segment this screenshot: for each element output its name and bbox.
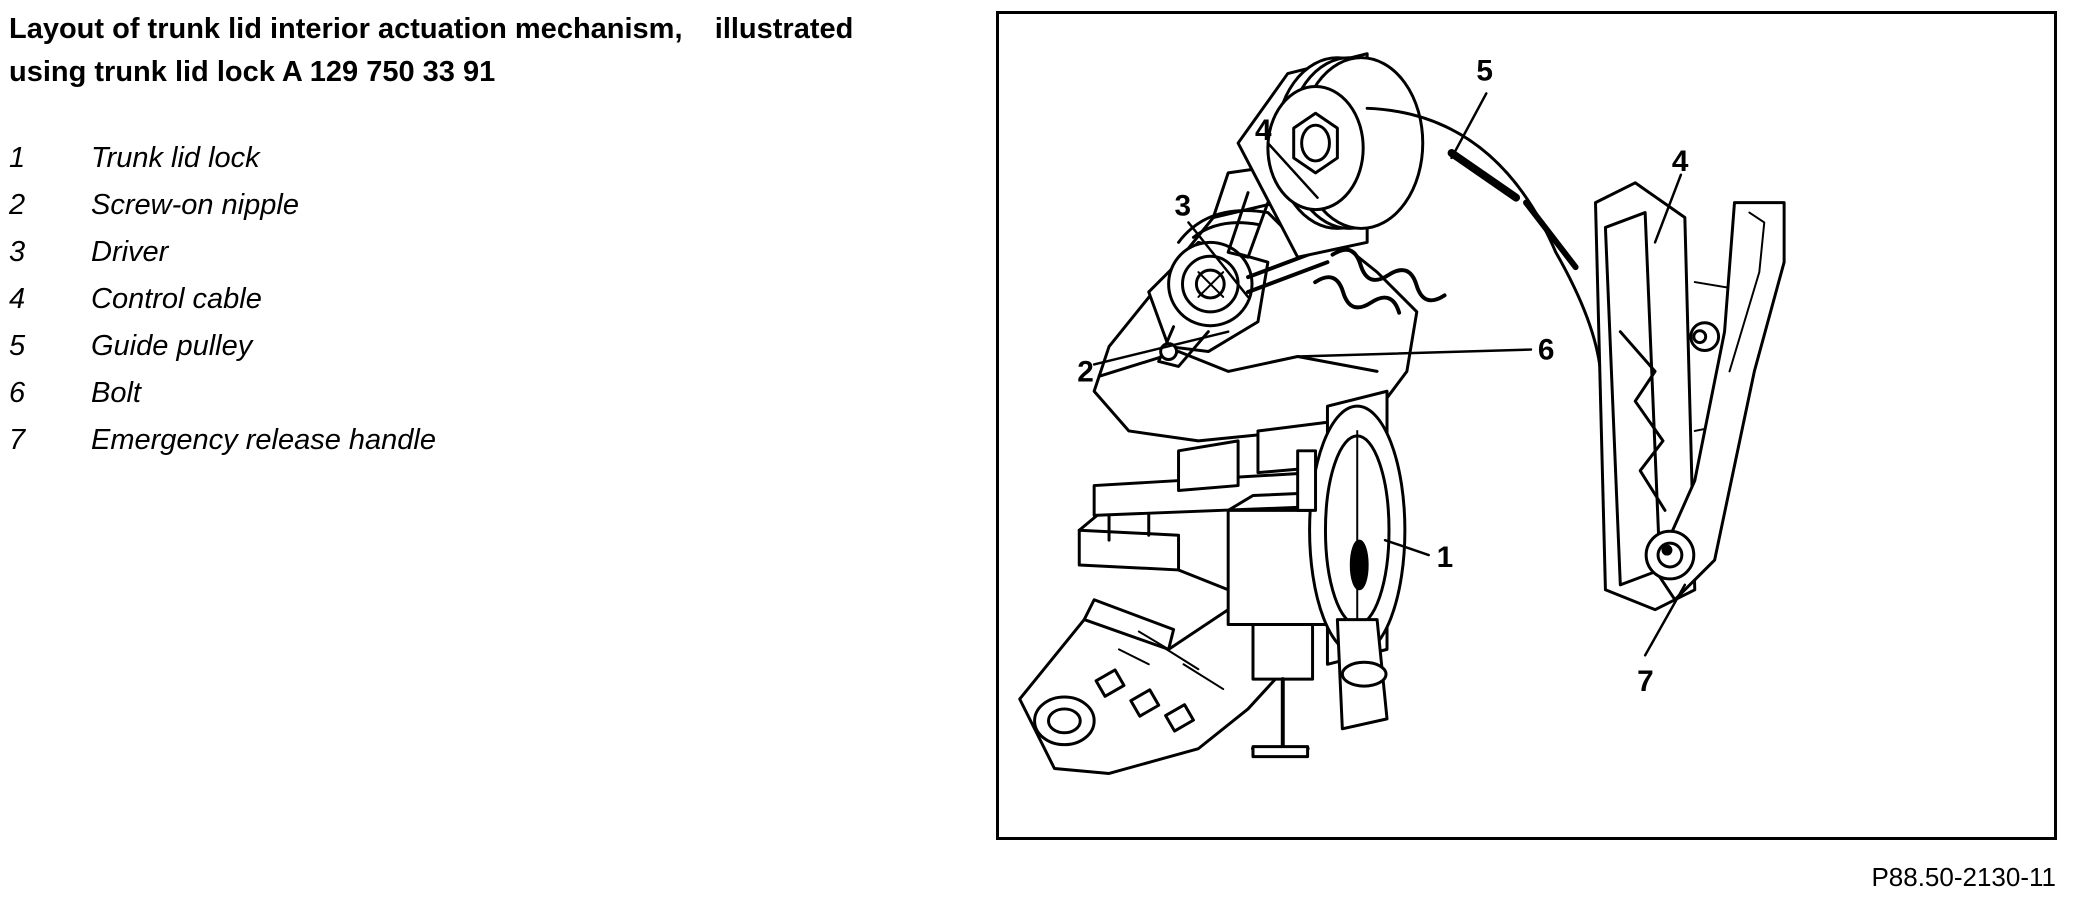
legend-number: 1 xyxy=(9,142,26,174)
emergency-release-handle xyxy=(1594,181,1786,612)
legend-label: Emergency release handle xyxy=(91,424,436,456)
legend-number: 4 xyxy=(9,283,26,315)
legend-item: 2 Screw-on nipple xyxy=(9,182,436,229)
leader-lines xyxy=(1092,92,1687,657)
lock-cylinder xyxy=(1296,389,1407,731)
leader-line-1 xyxy=(1383,538,1430,557)
legend-item: 3 Driver xyxy=(9,229,436,276)
legend-item: 5 Guide pulley xyxy=(9,323,436,370)
callout-6: 6 xyxy=(1538,333,1555,366)
mounting-plate xyxy=(1018,598,1305,775)
callout-4-pulley: 4 xyxy=(1255,114,1272,147)
legend-label: Control cable xyxy=(91,283,262,315)
leader-line-2 xyxy=(1092,330,1230,366)
legend-item: 7 Emergency release handle xyxy=(9,417,436,464)
legend-item: 1 Trunk lid lock xyxy=(9,135,436,182)
legend-label: Bolt xyxy=(91,377,141,409)
callout-5: 5 xyxy=(1476,55,1493,88)
leader-line-3 xyxy=(1187,221,1250,299)
driver-assembly xyxy=(1147,209,1330,368)
legend-label: Screw-on nipple xyxy=(91,189,299,221)
callout-7: 7 xyxy=(1637,665,1654,698)
legend-number: 6 xyxy=(9,377,26,409)
legend-item: 6 Bolt xyxy=(9,370,436,417)
leader-line-4b xyxy=(1653,173,1683,244)
leader-line-4a xyxy=(1266,141,1319,199)
legend-label: Trunk lid lock xyxy=(91,142,260,174)
figure-title: Layout of trunk lid interior actuation m… xyxy=(9,8,979,94)
callout-labels: 1 2 3 4 4 5 6 7 xyxy=(1077,55,1689,699)
mechanism-diagram: 1 2 3 4 4 5 6 7 xyxy=(1018,52,1786,775)
legend-item: 4 Control cable xyxy=(9,276,436,323)
control-cable xyxy=(1365,106,1602,373)
diagram-frame: 1 2 3 4 4 5 6 7 xyxy=(996,11,2057,840)
legend-number: 2 xyxy=(9,189,26,221)
callout-2: 2 xyxy=(1077,355,1094,388)
figure-code: P88.50-2130-11 xyxy=(1871,862,2056,892)
parts-legend: 1 Trunk lid lock 2 Screw-on nipple 3 Driver… xyxy=(9,135,436,464)
leader-line-6 xyxy=(1296,348,1533,358)
callout-1: 1 xyxy=(1437,541,1454,574)
spring xyxy=(1313,247,1447,315)
leader-line-5 xyxy=(1450,92,1488,160)
legend-label: Driver xyxy=(91,236,169,268)
legend-number: 7 xyxy=(9,424,26,456)
figure-title-line-2: using trunk lid lock A 129 750 33 91 xyxy=(9,56,496,88)
leader-line-7 xyxy=(1643,583,1687,657)
callout-3: 3 xyxy=(1175,190,1192,223)
figure-title-line-1: Layout of trunk lid interior actuation m… xyxy=(9,13,854,45)
callout-4-cable: 4 xyxy=(1672,145,1689,178)
legend-number: 5 xyxy=(9,330,26,362)
legend-number: 3 xyxy=(9,236,26,268)
legend-label: Guide pulley xyxy=(91,330,253,362)
